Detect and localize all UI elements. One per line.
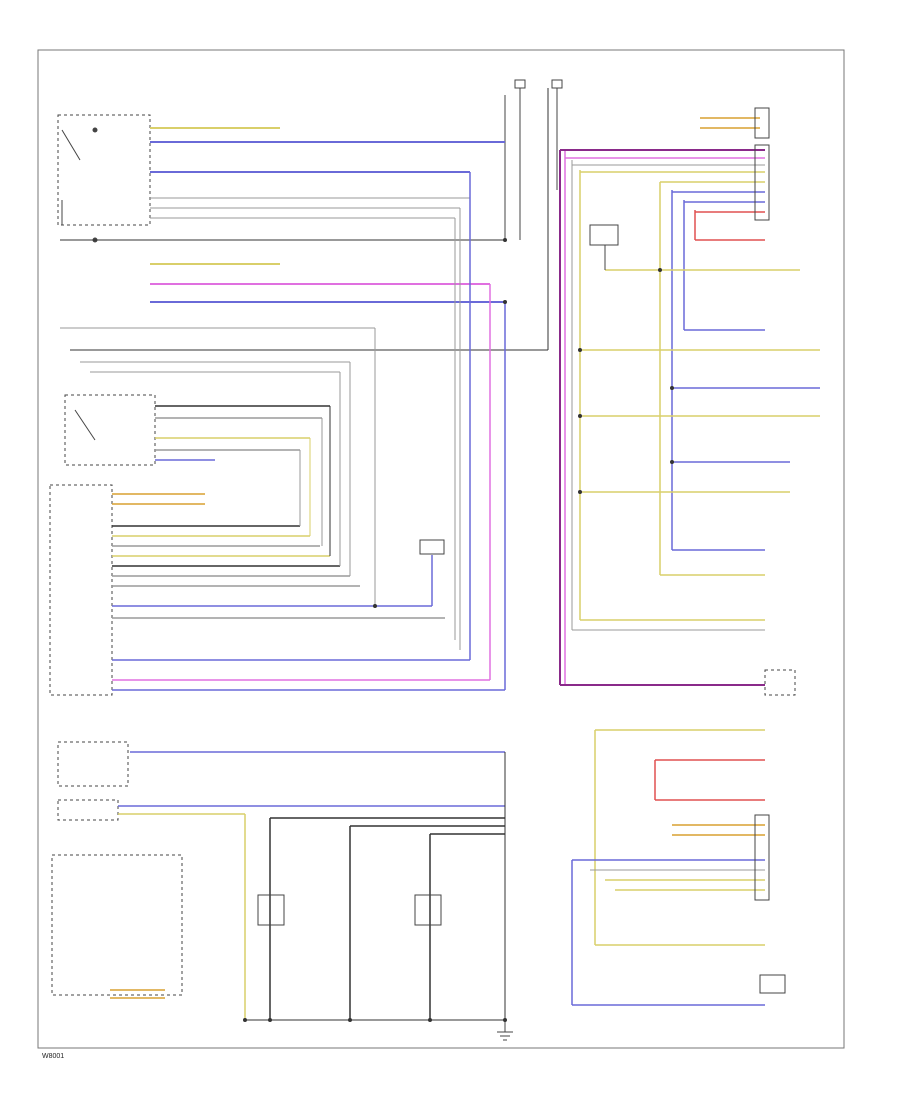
center-connector	[419, 539, 445, 555]
harness-verticals	[299, 88, 549, 690]
ground-icon	[497, 1020, 513, 1041]
wires-left-module	[112, 493, 505, 691]
right-components	[589, 107, 796, 696]
switch-block-top	[57, 114, 151, 243]
right-wires	[560, 117, 820, 686]
right-harness	[559, 150, 696, 685]
switch-block-mid	[64, 394, 156, 466]
left-module	[49, 484, 113, 696]
bottom-left-modules	[51, 741, 183, 996]
wires-mid	[155, 405, 330, 461]
bottom-center-components	[257, 894, 442, 926]
bottom-right-components	[754, 814, 786, 994]
wires-top	[60, 127, 548, 373]
diagram-code: W8001	[42, 1053, 64, 1060]
wires-bottom-left	[110, 751, 506, 1021]
diagram-border	[37, 49, 845, 1049]
bottom-right-wires	[571, 729, 765, 1006]
splice-dots	[243, 238, 674, 1022]
fuse-header	[504, 79, 563, 240]
